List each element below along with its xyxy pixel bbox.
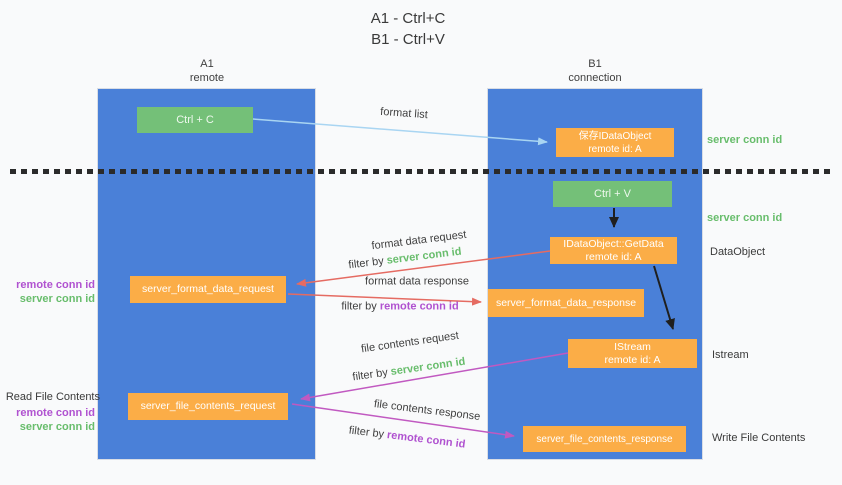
- node-ctrl-v-label: Ctrl + V: [594, 187, 631, 200]
- dotted-divider: [10, 169, 831, 174]
- filter-key-server-conn-id: server conn id: [389, 355, 467, 378]
- label-server-conn-id-mid: server conn id: [707, 212, 783, 224]
- right-lane-name: B1: [588, 58, 602, 70]
- label-read-file-contents: Read File Contents: [5, 391, 100, 403]
- title-line-2: B1 - Ctrl+V: [371, 31, 445, 48]
- filter-key-remote-conn-id: remote conn id: [379, 300, 459, 313]
- right-lane-role: connection: [568, 72, 622, 84]
- node-file-response: server_file_contents_response: [523, 426, 686, 452]
- node-save-dataobject: 保存IDataObject remote id: A: [556, 128, 674, 157]
- label-filter-file-response: filter by remote conn id: [348, 424, 466, 451]
- title-line-1: A1 - Ctrl+C: [370, 10, 446, 27]
- node-ctrl-v: Ctrl + V: [553, 181, 672, 207]
- left-lane-role: remote: [189, 72, 225, 84]
- label-write-file-contents: Write File Contents: [712, 432, 806, 444]
- left-lane-name: A1: [200, 58, 214, 70]
- node-ctrl-c-label: Ctrl + C: [176, 113, 214, 126]
- label-remote-conn-id-format: remote conn id: [16, 279, 95, 291]
- filter-prefix: filter by: [348, 424, 388, 442]
- right-lane-header: B1 connection: [535, 57, 655, 85]
- filter-key-remote-conn-id: remote conn id: [386, 429, 467, 451]
- label-filter-file-request: filter by server conn id: [352, 356, 466, 385]
- label-server-conn-id-format: server conn id: [19, 293, 95, 305]
- label-file-contents-response: file contents response: [373, 398, 481, 423]
- node-ctrl-c: Ctrl + C: [137, 107, 253, 133]
- node-format-request-label: server_format_data_request: [142, 283, 274, 295]
- left-lane-header: A1 remote: [147, 57, 267, 85]
- label-format-list: format list: [379, 105, 429, 122]
- node-istream-line1: IStream: [614, 340, 651, 353]
- node-file-request-label: server_file_contents_request: [140, 400, 276, 412]
- label-format-data-response: format data response: [365, 275, 469, 288]
- node-file-response-label: server_file_contents_response: [536, 433, 673, 445]
- label-server-conn-id-top: server conn id: [707, 134, 783, 146]
- node-save-dataobject-line2: remote id: A: [588, 143, 642, 155]
- filter-prefix: filter by: [341, 300, 380, 313]
- node-istream-line2: remote id: A: [604, 353, 661, 366]
- node-getdata-line2: remote id: A: [585, 250, 642, 263]
- label-filter-format-request: filter by server conn id: [348, 246, 462, 273]
- node-getdata: IDataObject::GetData remote id: A: [550, 237, 677, 264]
- node-format-response-label: server_format_data_response: [495, 296, 637, 309]
- node-save-dataobject-line1: 保存IDataObject: [578, 130, 652, 142]
- label-dataobject: DataObject: [710, 246, 766, 258]
- label-remote-conn-id-file: remote conn id: [16, 407, 95, 419]
- node-istream: IStream remote id: A: [568, 339, 697, 368]
- label-file-contents-request: file contents request: [360, 329, 460, 356]
- node-format-request: server_format_data_request: [130, 276, 286, 303]
- label-filter-format-response: filter by remote conn id: [341, 301, 458, 314]
- filter-prefix: filter by: [347, 254, 388, 272]
- node-format-response: server_format_data_response: [488, 289, 644, 317]
- filter-prefix: filter by: [351, 366, 392, 384]
- diagram-title: A1 - Ctrl+C B1 - Ctrl+V: [0, 8, 816, 50]
- label-istream: Istream: [712, 349, 749, 361]
- label-server-conn-id-file: server conn id: [19, 421, 95, 433]
- node-file-request: server_file_contents_request: [128, 393, 288, 420]
- node-getdata-line1: IDataObject::GetData: [563, 237, 664, 250]
